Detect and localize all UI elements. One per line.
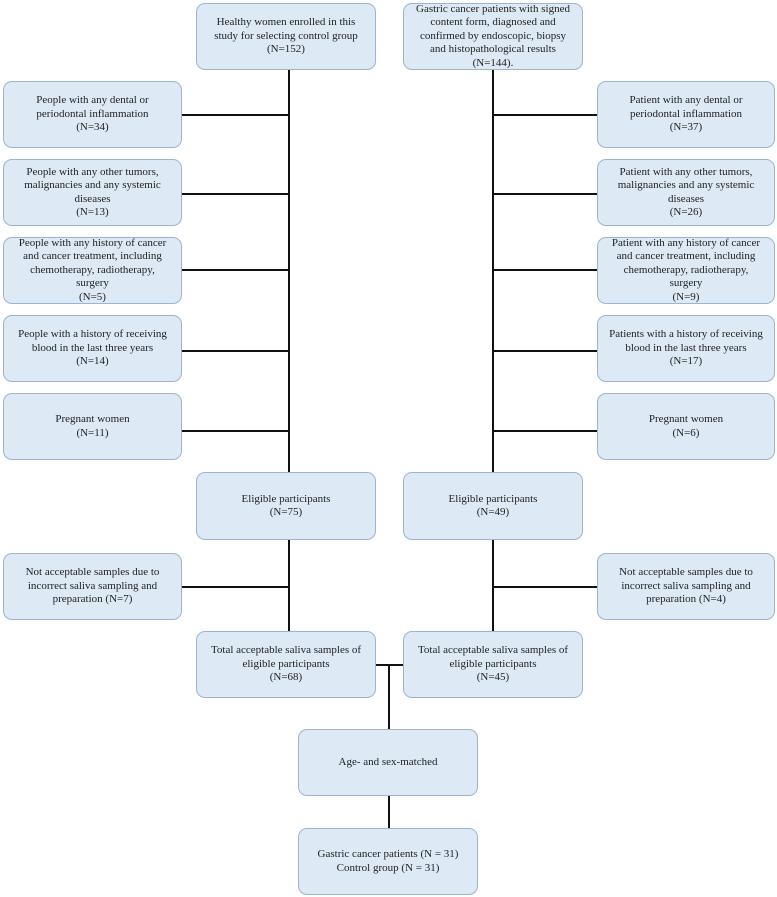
- cases-exclusion-box: Patient with any history of cancer and c…: [597, 237, 775, 304]
- control-enrolled-text: Healthy women enrolled in this study for…: [214, 16, 358, 56]
- cases-exclusion-connector: [492, 193, 597, 195]
- control-exclusion-text: People with a history of receiving blood…: [18, 328, 167, 368]
- control-not-acceptable-box: Not acceptable samples due to incorrect …: [3, 553, 182, 620]
- cases-eligible-box: Eligible participants (N=49): [403, 472, 583, 540]
- cases-exclusion-connector: [492, 269, 597, 271]
- control-exclusion-connector: [182, 430, 290, 432]
- control-exclusion-connector: [182, 269, 290, 271]
- control-exclusion-text: Pregnant women (N=11): [55, 413, 130, 439]
- cases-sample-exclusion-connector: [492, 586, 597, 588]
- cases-exclusion-connector: [492, 430, 597, 432]
- merge-horizontal-line: [376, 664, 404, 666]
- cases-exclusion-text: Pregnant women (N=6): [648, 413, 724, 439]
- cases-enrolled-box: Gastric cancer patients with signed cont…: [403, 3, 583, 70]
- cases-exclusion-text: Patients with a history of receiving blo…: [609, 328, 763, 368]
- control-not-acceptable-text: Not acceptable samples due to incorrect …: [25, 566, 160, 606]
- control-exclusion-text: People with any dental or periodontal in…: [36, 94, 149, 134]
- cases-eligible-text: Eligible participants (N=49): [448, 492, 538, 519]
- cases-exclusion-text: Patient with any other tumors, malignanc…: [617, 165, 755, 219]
- control-enrolled-box: Healthy women enrolled in this study for…: [196, 3, 376, 70]
- control-exclusion-connector: [182, 350, 290, 352]
- cases-not-acceptable-text: Not acceptable samples due to incorrect …: [619, 566, 753, 606]
- control-exclusion-box: People with any dental or periodontal in…: [3, 81, 182, 148]
- control-acceptable-text: Total acceptable saliva samples of eligi…: [210, 644, 362, 684]
- cases-exclusion-box: Patients with a history of receiving blo…: [597, 315, 775, 382]
- cases-acceptable-text: Total acceptable saliva samples of eligi…: [417, 644, 569, 684]
- control-trunk-line: [288, 70, 290, 474]
- cases-not-acceptable-box: Not acceptable samples due to incorrect …: [597, 553, 775, 620]
- control-exclusion-text: People with any history of cancer and ca…: [18, 236, 167, 303]
- cases-exclusion-box: Patient with any dental or periodontal i…: [597, 81, 775, 148]
- cases-exclusion-text: Patient with any dental or periodontal i…: [629, 94, 743, 134]
- control-exclusion-box: People with any history of cancer and ca…: [3, 237, 182, 304]
- control-exclusion-connector: [182, 193, 290, 195]
- cases-acceptable-box: Total acceptable saliva samples of eligi…: [403, 631, 583, 698]
- control-acceptable-box: Total acceptable saliva samples of eligi…: [196, 631, 376, 698]
- control-exclusion-text: People with any other tumors, malignanci…: [24, 165, 161, 219]
- control-exclusion-box: Pregnant women (N=11): [3, 393, 182, 460]
- cases-exclusion-connector: [492, 114, 597, 116]
- merge-to-matching-line: [388, 664, 390, 730]
- cases-exclusion-connector: [492, 350, 597, 352]
- matching-to-final-line: [388, 796, 390, 828]
- control-sample-exclusion-connector: [182, 586, 290, 588]
- cases-exclusion-text: Patient with any history of cancer and c…: [611, 236, 761, 303]
- control-eligible-box: Eligible participants (N=75): [196, 472, 376, 540]
- control-exclusion-box: People with any other tumors, malignanci…: [3, 159, 182, 226]
- final-groups-text: Gastric cancer patients (N = 31) Control…: [317, 848, 459, 874]
- matching-text: Age- and sex-matched: [338, 755, 438, 768]
- cases-trunk-line: [492, 70, 494, 474]
- matching-box: Age- and sex-matched: [298, 729, 478, 796]
- cases-exclusion-box: Patient with any other tumors, malignanc…: [597, 159, 775, 226]
- control-exclusion-connector: [182, 114, 290, 116]
- cases-enrolled-text: Gastric cancer patients with signed cont…: [416, 2, 570, 69]
- final-groups-box: Gastric cancer patients (N = 31) Control…: [298, 828, 478, 895]
- cases-exclusion-box: Pregnant women (N=6): [597, 393, 775, 460]
- control-exclusion-box: People with a history of receiving blood…: [3, 315, 182, 382]
- control-eligible-text: Eligible participants (N=75): [241, 492, 331, 519]
